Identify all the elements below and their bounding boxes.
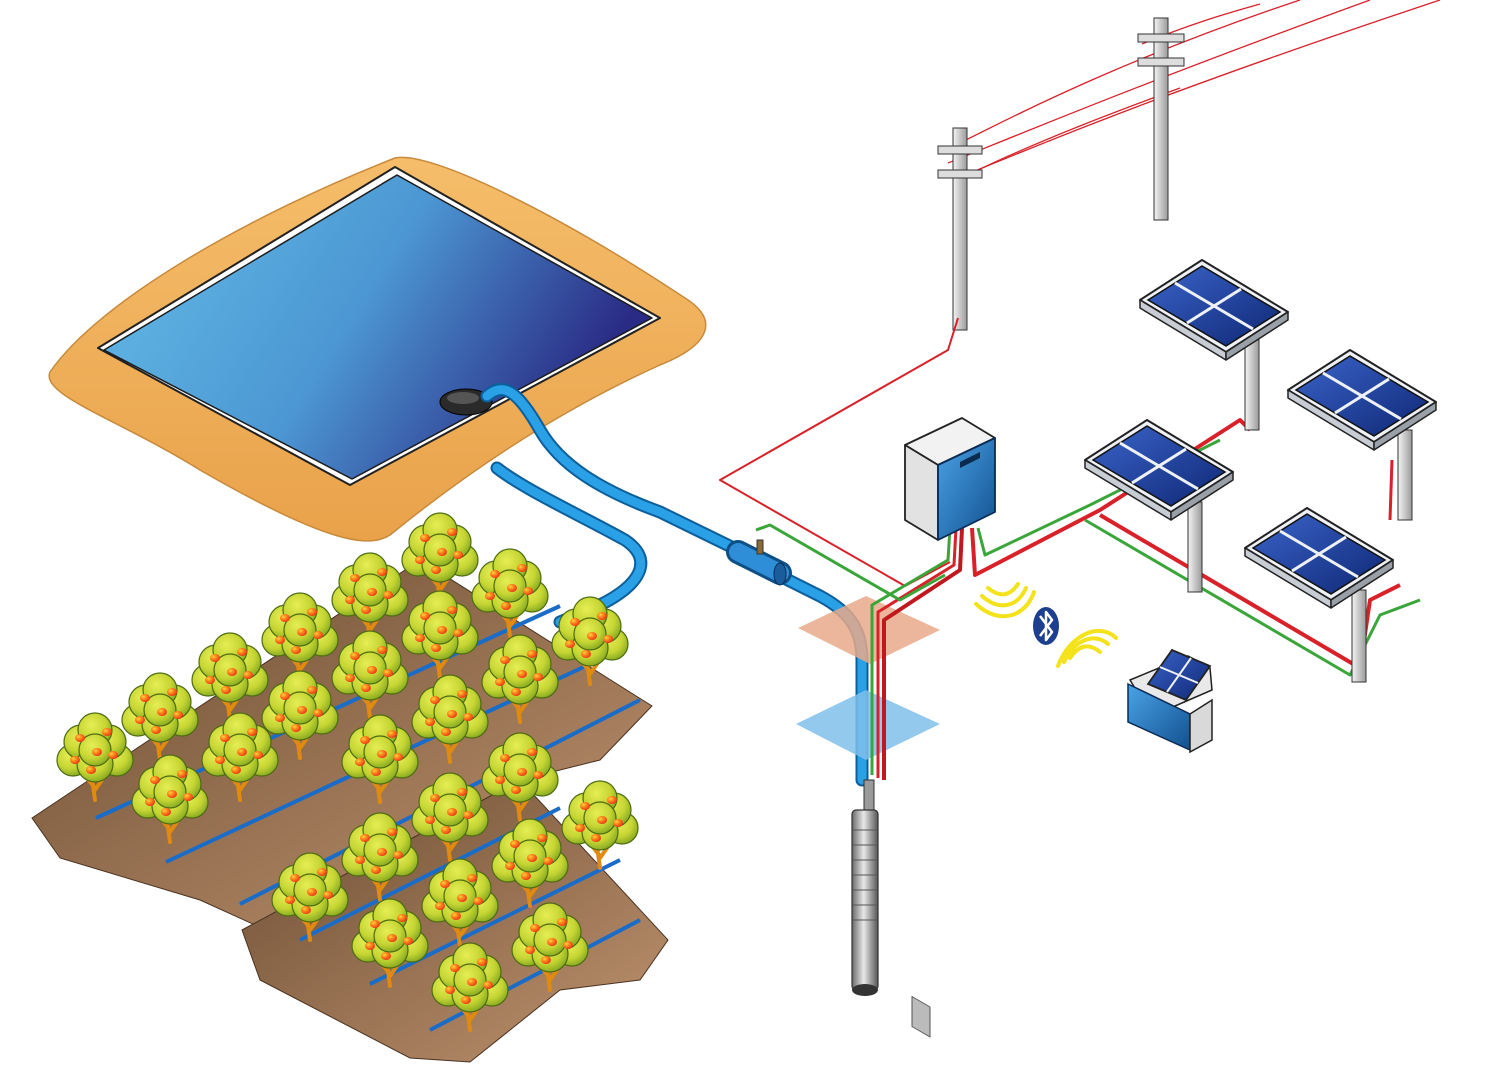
power-lines — [939, 0, 1441, 179]
wireless-monitor — [1127, 648, 1213, 754]
solar-panel-4 — [1243, 506, 1395, 683]
reservoir — [48, 156, 707, 542]
wireless-signal-left — [974, 582, 1036, 619]
orchard-block-front — [241, 731, 669, 1063]
bluetooth-icon — [1033, 607, 1059, 645]
solar-panel-3 — [1083, 418, 1235, 593]
wireless-signal-right — [1056, 628, 1118, 668]
flow-meter — [726, 539, 792, 586]
float-sensor — [439, 388, 493, 416]
solar-panel-2 — [1286, 348, 1438, 521]
well-ground-markers — [796, 596, 940, 760]
submersible-pump — [851, 779, 879, 996]
solar-panel-array — [1083, 258, 1438, 683]
solar-panel-1 — [1138, 258, 1290, 431]
power-pole-2 — [1137, 17, 1185, 221]
pump-controller — [904, 417, 996, 1038]
power-pole-1 — [937, 127, 983, 331]
